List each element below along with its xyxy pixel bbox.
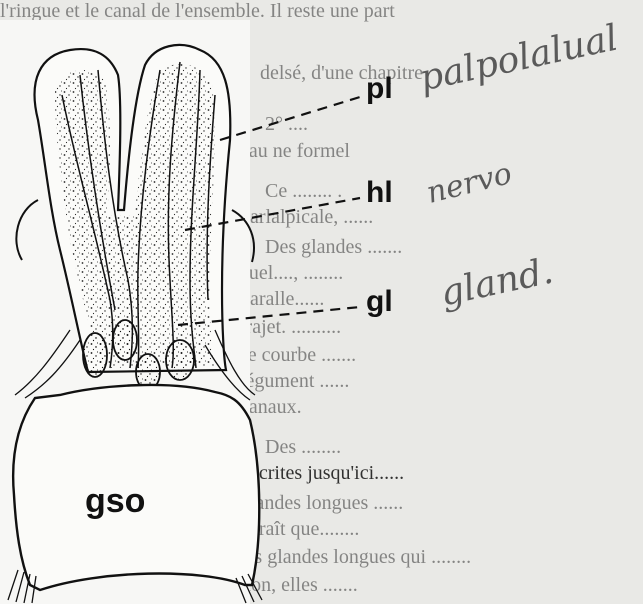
label-gso: gso bbox=[85, 482, 145, 521]
label-gl: gl bbox=[366, 285, 393, 319]
label-hl: hl bbox=[366, 176, 393, 210]
label-pl: pl bbox=[366, 72, 393, 106]
